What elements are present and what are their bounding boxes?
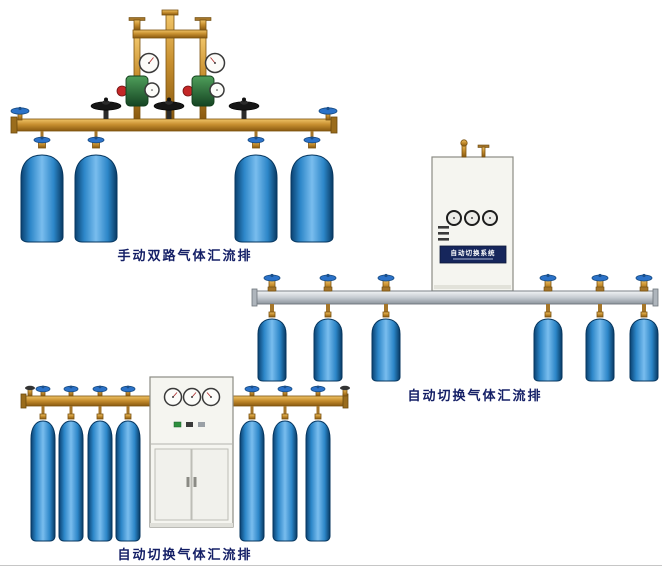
- cabinet-gauges: [163, 387, 221, 407]
- manifold-pipe: [251, 288, 659, 307]
- gas-cylinder: [290, 131, 334, 243]
- cylinder-station: [305, 385, 331, 542]
- black-handwheel-valve: [90, 97, 122, 119]
- manual-dual-manifold-photo: [10, 9, 338, 243]
- bottom-edge-line: [0, 565, 662, 566]
- cabinet-door: [191, 448, 229, 521]
- cylinder-station: [272, 385, 298, 542]
- gas-cylinder: [234, 131, 278, 243]
- cylinder-station: [313, 273, 343, 382]
- cabinet-top-fittings: [460, 139, 490, 158]
- cylinder-station: [371, 273, 401, 382]
- pressure-regulator-left: [116, 52, 160, 107]
- gas-cylinder: [74, 131, 118, 243]
- black-handwheel-valve: [228, 97, 260, 119]
- blue-end-valve: [10, 106, 30, 121]
- cabinet-nameplate: 自动切换系统: [439, 245, 507, 264]
- auto-switch-manifold-photo: 自动切换系统: [251, 139, 659, 382]
- manifold-pipe: [10, 116, 338, 134]
- control-cabinet: [149, 376, 234, 528]
- indicator-lights: [173, 421, 205, 428]
- vent-slot: [438, 226, 449, 229]
- cylinder-station: [87, 385, 113, 542]
- control-cabinet: 自动切换系统: [431, 139, 514, 292]
- end-valve-knob: [25, 385, 35, 391]
- gas-cylinder: [20, 131, 64, 243]
- cylinder-station: [115, 385, 141, 542]
- cylinder-station: [58, 385, 84, 542]
- cylinder-station: [239, 385, 265, 542]
- cylinder-station: [257, 273, 287, 382]
- cylinder-station: [30, 385, 56, 542]
- blue-end-valve: [318, 106, 338, 121]
- cabinet-door: [154, 448, 192, 521]
- auto-switch-cabinet-manifold-photo: [20, 376, 350, 542]
- door-handle: [193, 477, 197, 487]
- product-caption-manual-dual: 手动双路气体汇流排: [117, 248, 253, 263]
- cylinder-station: [629, 273, 659, 382]
- door-handle: [186, 477, 190, 487]
- product-caption-auto-switch: 自动切换气体汇流排: [407, 388, 543, 403]
- cabinet-gauges: [446, 210, 498, 226]
- cylinder-station: [585, 273, 615, 382]
- cylinder-station: [533, 273, 563, 382]
- vent-slot: [438, 238, 449, 241]
- vent-slot: [438, 232, 449, 235]
- product-caption-auto-switch-cabinet: 自动切换气体汇流排: [117, 547, 253, 562]
- black-handwheel-valve: [153, 97, 185, 119]
- cabinet-label: 自动切换系统: [451, 248, 496, 257]
- end-valve-knob: [340, 385, 350, 391]
- pressure-regulator-right: [182, 52, 226, 107]
- outlet-assembly: [128, 9, 212, 120]
